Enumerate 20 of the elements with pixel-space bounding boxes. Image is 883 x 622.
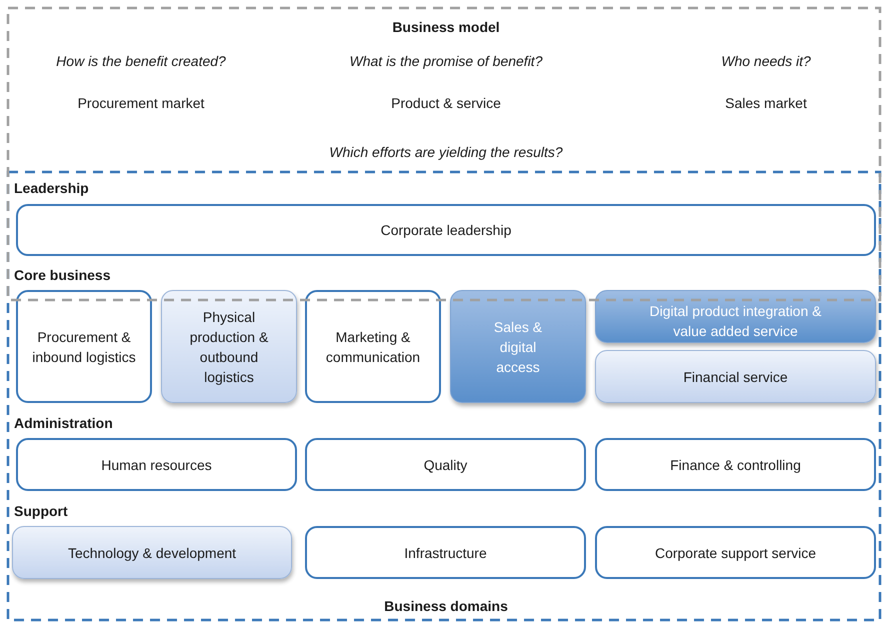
domain-box: Finance & controlling xyxy=(595,438,876,491)
market-label: Procurement market xyxy=(78,95,204,111)
domain-box: Infrastructure xyxy=(305,526,586,579)
section-heading: Administration xyxy=(14,415,113,431)
frame-title: Business model xyxy=(392,19,500,35)
domain-box: Corporate support service xyxy=(595,526,876,579)
market-label: Sales market xyxy=(725,95,807,111)
section-heading: Leadership xyxy=(14,180,89,196)
frame-title: Business domains xyxy=(384,598,508,614)
domain-box: Technology & development xyxy=(12,526,292,579)
section-heading: Support xyxy=(14,503,68,519)
domain-box: Quality xyxy=(305,438,586,491)
section-heading: Core business xyxy=(14,267,110,283)
market-label: Product & service xyxy=(391,95,501,111)
domain-box: Human resources xyxy=(16,438,297,491)
question-text: What is the promise of benefit? xyxy=(350,53,542,69)
question-text: Which efforts are yielding the results? xyxy=(329,144,563,160)
domain-box: Corporate leadership xyxy=(16,204,876,256)
question-text: How is the benefit created? xyxy=(56,53,226,69)
question-text: Who needs it? xyxy=(721,53,811,69)
